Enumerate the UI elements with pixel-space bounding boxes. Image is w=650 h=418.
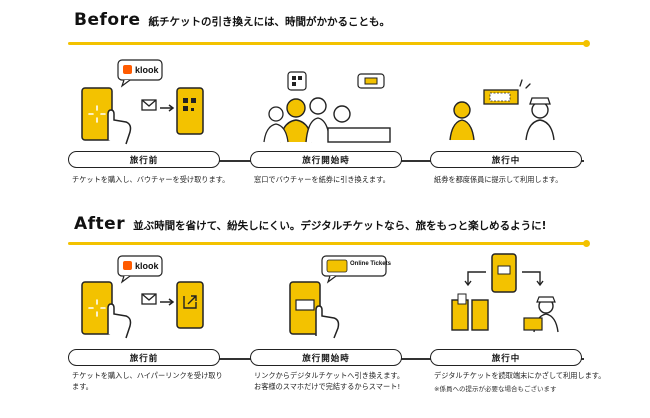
after-step-2-desc-line-2: お客様のスマホだけで完結するからスマート! bbox=[254, 382, 401, 391]
after-step-1-label: 旅行前 bbox=[68, 349, 220, 366]
before-klook-logo-text: klook bbox=[135, 65, 160, 75]
after-step-1-desc: チケットを購入し、ハイパーリンクを受け取り ます。 bbox=[72, 370, 223, 392]
before-staff-illustration bbox=[449, 79, 555, 141]
before-step-2-desc: 窓口でバウチャーを紙券に引き換えます。 bbox=[254, 175, 390, 184]
before-step-3-label: 旅行中 bbox=[430, 151, 582, 168]
after-step-2-desc-line-1: リンクからデジタルチケットへ引き換えます。 bbox=[254, 371, 405, 380]
after-step-2-desc: リンクからデジタルチケットへ引き換えます。 お客様のスマホだけで完結するからスマ… bbox=[254, 370, 404, 392]
before-queue-illustration bbox=[263, 71, 391, 143]
before-step-2-label: 旅行開始時 bbox=[250, 151, 402, 168]
after-step-3-note: ※係員への提示が必要な場合もございます bbox=[434, 385, 557, 393]
after-step-2-label: 旅行開始時 bbox=[250, 349, 402, 366]
after-step-3-desc-line-1: デジタルチケットを読取端末にかざして利用します。 bbox=[434, 371, 606, 380]
after-klook-logo-text: klook bbox=[135, 261, 160, 271]
before-purchase-illustration: klook bbox=[81, 59, 204, 145]
after-scan-illustration bbox=[451, 253, 559, 333]
after-step-3-label: 旅行中 bbox=[430, 349, 582, 366]
before-step-3-desc: 紙券を都度係員に提示して利用します。 bbox=[434, 175, 563, 184]
before-title-jp: 紙チケットの引き換えには、時間がかかることも。 bbox=[148, 16, 390, 28]
before-title-en: Before bbox=[74, 10, 141, 30]
before-step-1-label: 旅行前 bbox=[68, 151, 220, 168]
after-divider bbox=[68, 240, 590, 247]
online-tickets-label: Online Tickets bbox=[350, 261, 392, 267]
before-section-title: Before 紙チケットの引き換えには、時間がかかることも。 bbox=[74, 10, 390, 30]
before-divider bbox=[68, 40, 590, 47]
before-step-1-desc: チケットを購入し、バウチャーを受け取ります。 bbox=[72, 175, 230, 184]
after-step-1-desc-line-2: ます。 bbox=[72, 382, 93, 391]
after-step-3-desc: デジタルチケットを読取端末にかざして利用します。 bbox=[434, 370, 605, 381]
after-title-jp: 並ぶ時間を省けて、紛失しにくい。デジタルチケットなら、旅をもっと楽しめるように! bbox=[133, 220, 547, 232]
after-step-1-desc-line-1: チケットを購入し、ハイパーリンクを受け取り bbox=[72, 371, 223, 380]
after-exchange-illustration: Online Tickets bbox=[289, 255, 392, 339]
after-purchase-illustration: klook bbox=[81, 255, 204, 339]
after-section-title: After 並ぶ時間を省けて、紛失しにくい。デジタルチケットなら、旅をもっと楽し… bbox=[74, 214, 546, 234]
after-title-en: After bbox=[74, 214, 126, 234]
